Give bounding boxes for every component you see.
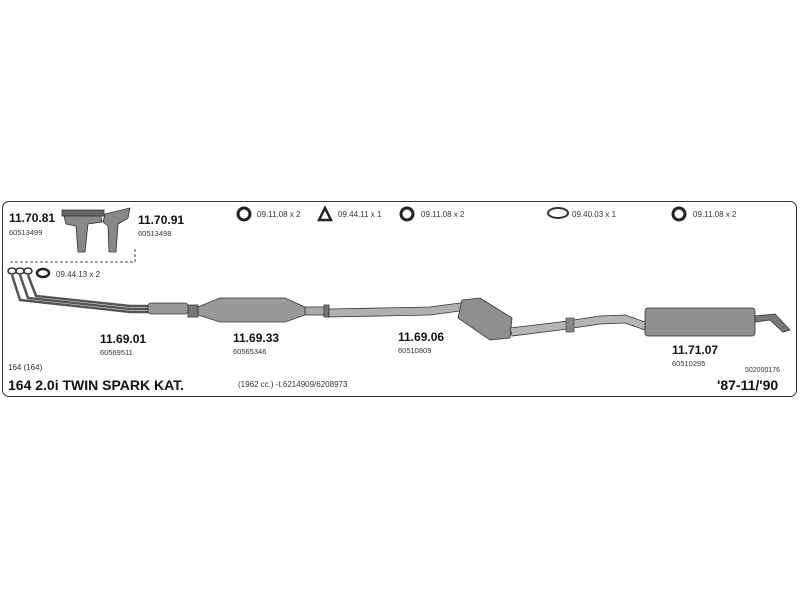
hardware-label: 09.44.13 x 2 (56, 270, 101, 279)
flex-joint-part (147, 302, 189, 315)
gasket-ring-icon (399, 206, 415, 222)
manifold-11-70-81-part (61, 209, 105, 253)
oval-flange-icon (35, 267, 51, 279)
gasket-ring-icon (236, 206, 252, 222)
vehicle-title: 164 2.0i TWIN SPARK KAT. (8, 377, 185, 393)
gasket-ring-icon (671, 206, 687, 222)
model-code: 164 (164) (8, 363, 43, 372)
front-pipe-rings (7, 267, 33, 275)
intermediate-pipe-part (509, 314, 646, 337)
front-pipe-11-69-01-part (10, 274, 150, 314)
hardware-label: 09.11.08 x 2 (421, 210, 465, 219)
part-number: 11.69.33 (233, 331, 280, 345)
hardware-label: 09.44.11 x 1 (338, 210, 382, 219)
part-number: 11.70.81 (9, 211, 56, 225)
mid-pipe-11-69-06-part (328, 297, 513, 341)
hardware-label: 09.11.08 x 2 (257, 210, 301, 219)
part-number: 11.69.06 (398, 330, 445, 344)
oem-number: 60513498 (138, 229, 172, 238)
triangle-flange-icon (316, 205, 334, 222)
part-number: 11.69.01 (100, 332, 147, 346)
manifold-11-70-91-part (102, 207, 131, 253)
oem-number: 60510295 (672, 359, 706, 368)
oem-number: 60513499 (9, 228, 43, 237)
rubber-mount-icon (547, 207, 569, 219)
oem-number: 60565346 (233, 347, 267, 356)
hardware-label: 09.11.08 x 2 (693, 210, 737, 219)
oem-number: 60569511 (100, 348, 133, 357)
hardware-label: 09.40.03 x 1 (572, 210, 617, 219)
oem-number: 60510809 (398, 346, 432, 355)
catalog-code: 502000176 (745, 367, 781, 374)
engine-spec: (1962 cc.) -t.6214909/6208973 (238, 380, 348, 389)
part-number: 11.71.07 (672, 343, 719, 357)
pipe-clamp-part (565, 317, 575, 333)
production-years: '87-11/'90 (717, 377, 779, 393)
assembly-bracket (10, 247, 136, 263)
catalyst-11-69-33-part (187, 297, 330, 323)
part-number: 11.70.91 (138, 213, 185, 227)
diagram-frame (2, 201, 797, 397)
rear-muffler-11-71-07-part (644, 307, 791, 337)
